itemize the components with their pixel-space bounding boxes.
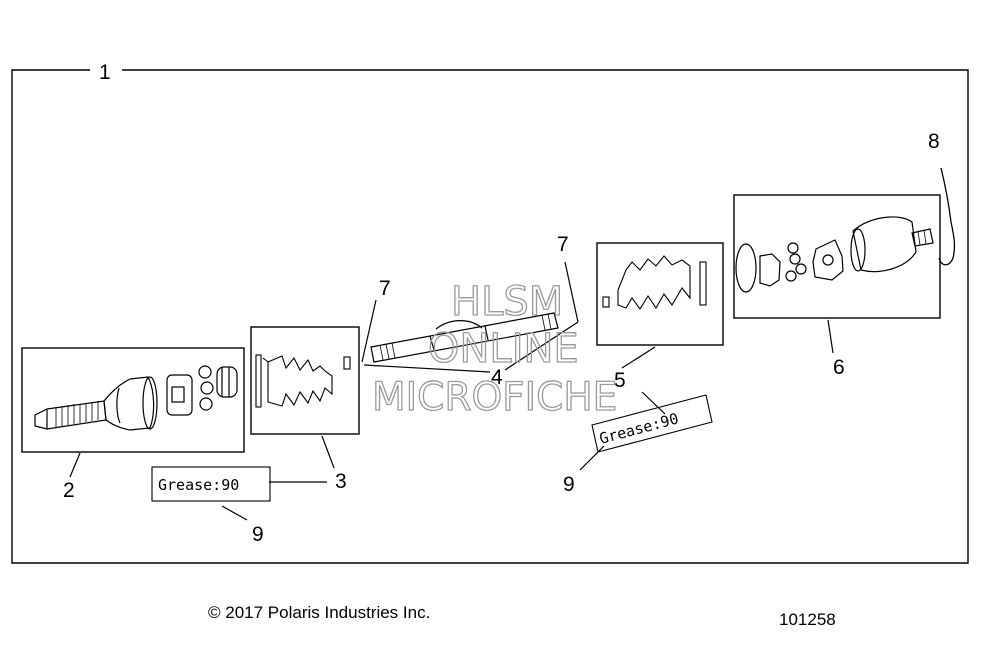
grease-packet-left: [151, 466, 271, 502]
inner-boot-kit-box: [596, 242, 724, 346]
grease-packet-right: [591, 394, 713, 453]
watermark-line-1: HLSM: [451, 279, 563, 325]
callout-9-left: 9: [252, 523, 264, 546]
callout-9-right: 9: [563, 473, 575, 496]
callout-4: 4: [491, 366, 503, 389]
inner-boot-kit-drawing: [602, 255, 707, 310]
callout-1: 1: [99, 61, 111, 84]
outer-cv-joint-box: [21, 347, 245, 453]
callout-8: 8: [928, 130, 940, 153]
watermark: HLSM ONLINE MICROFICHE: [371, 278, 618, 420]
outer-cv-joint-drawing: [34, 365, 238, 431]
outer-boot-kit-box: [250, 326, 360, 435]
callout-7-left: 7: [379, 277, 391, 300]
inner-cv-joint-box: [733, 194, 941, 319]
assembly-frame: [11, 69, 969, 564]
watermark-line-2: ONLINE: [428, 326, 579, 372]
callout-2: 2: [63, 479, 75, 502]
copyright-notice: © 2017 Polaris Industries Inc.: [208, 603, 431, 622]
snap-ring-drawing: [938, 167, 956, 266]
callout-7-right: 7: [557, 233, 569, 256]
drawing-number: 101258: [779, 610, 836, 629]
callout-5: 5: [614, 369, 626, 392]
shaft-drawing: [370, 312, 559, 363]
outer-boot-kit-drawing: [255, 354, 351, 408]
callout-3: 3: [335, 470, 347, 493]
leader-lines: [69, 261, 834, 521]
grease-label-left: Grease:90: [158, 476, 239, 494]
inner-cv-joint-drawing: [735, 216, 934, 293]
callout-6: 6: [833, 356, 845, 379]
watermark-line-3: MICROFICHE: [372, 375, 617, 420]
